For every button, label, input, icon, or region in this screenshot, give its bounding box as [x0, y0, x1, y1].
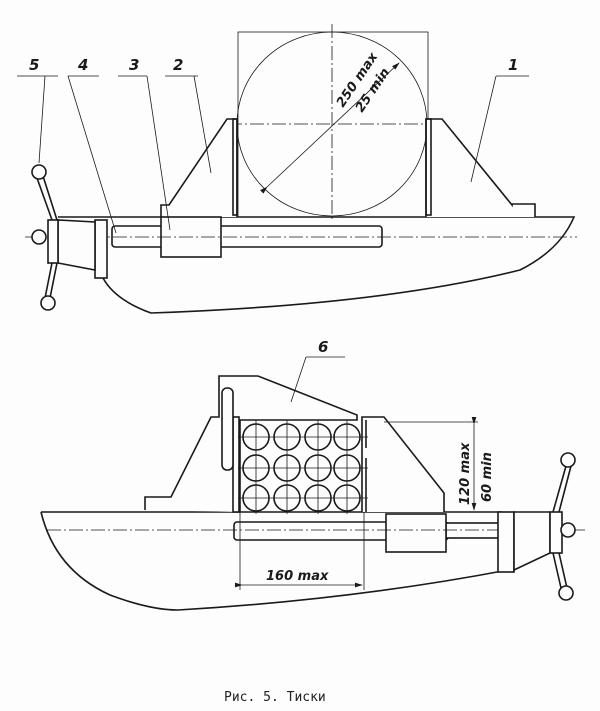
- movable-jaw-2: [160, 118, 238, 217]
- flange: [94, 219, 108, 279]
- handle-hub: [549, 511, 563, 554]
- leader-line-6: [290, 356, 345, 403]
- extension-lines: [239, 512, 365, 590]
- pipe-centerlines: [238, 420, 368, 514]
- dim-width-max: 160 max: [266, 569, 329, 584]
- label-5: 5: [29, 56, 39, 74]
- bottom-view: 6 120 max 60 min 160 max: [40, 338, 585, 611]
- top-view: 5 4 3 2 1 250 max 25 min: [17, 24, 577, 314]
- handle: [552, 452, 576, 601]
- fixed-jaw-1: [425, 118, 536, 217]
- jaw-plate: [425, 118, 432, 216]
- label-1: 1: [508, 56, 518, 74]
- fixed-jaw: [361, 416, 445, 512]
- leader-lines: [17, 75, 529, 234]
- handle-5: [31, 164, 58, 311]
- handle-hub: [47, 219, 59, 264]
- label-6: 6: [318, 338, 328, 356]
- bench-body: [58, 216, 576, 314]
- figure-caption: Рис. 5. Тиски: [224, 690, 326, 705]
- dim-height-min: 60 min: [480, 452, 495, 502]
- label-4: 4: [77, 56, 88, 74]
- jaw-plate: [232, 118, 238, 216]
- flange: [497, 511, 515, 573]
- lead-screw-4: [111, 225, 383, 248]
- screw-housing: [513, 511, 551, 572]
- movable-jaw: [144, 375, 358, 512]
- jaw-slot: [221, 387, 234, 471]
- dim-height-max: 120 max: [458, 442, 473, 505]
- label-3: 3: [129, 56, 139, 74]
- screw-rod: [445, 522, 501, 539]
- diameter-arrow: [260, 62, 400, 194]
- nut-block: [385, 513, 447, 553]
- label-2: 2: [173, 56, 183, 74]
- screw-housing: [57, 219, 96, 271]
